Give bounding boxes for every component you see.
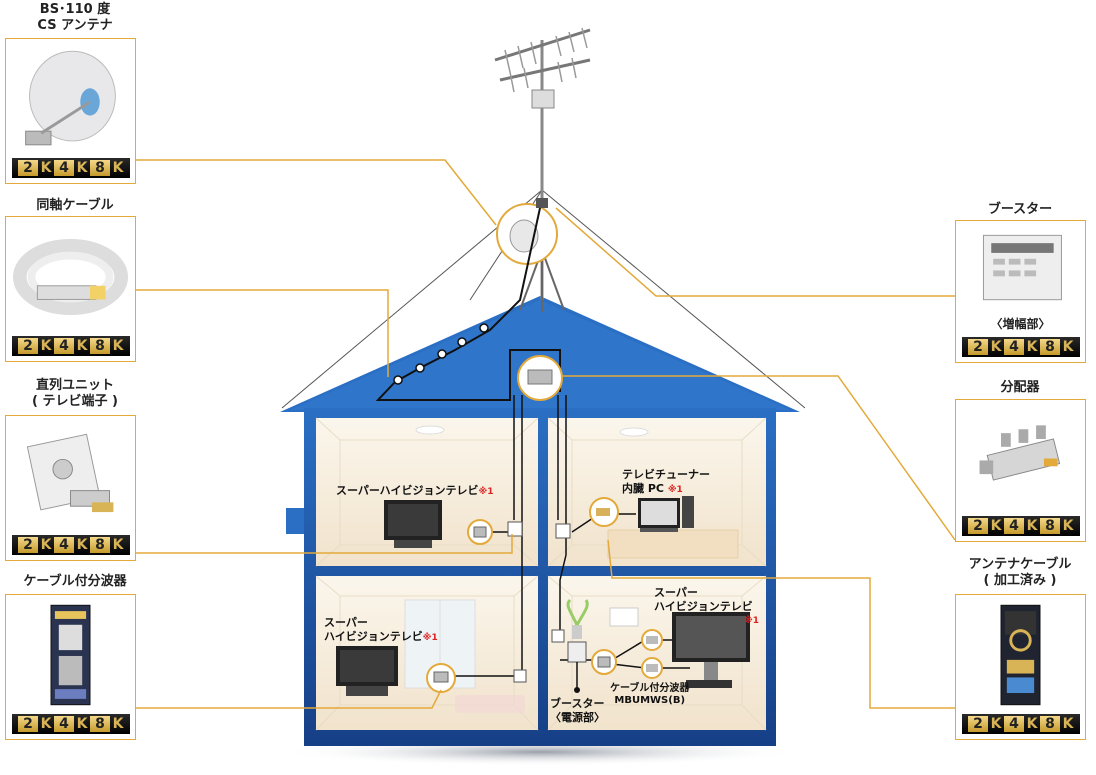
pc	[638, 496, 694, 532]
label-pc: テレビチューナー 内臓 PC ※1	[622, 468, 710, 495]
booster-image	[962, 227, 1079, 310]
tv-downstairs-right	[672, 612, 750, 688]
card-title-splitter: 分配器	[1000, 380, 1040, 395]
label-tv-downstairs-right: スーパー ハイビジョンテレビ	[654, 586, 753, 613]
card-title-booster: ブースター	[987, 202, 1053, 217]
splitter-image	[962, 406, 1079, 511]
roof	[280, 296, 800, 412]
callout-lines	[136, 159, 956, 709]
note-tv-downstairs-right: ※1	[744, 616, 760, 626]
tv-downstairs-left	[336, 646, 398, 696]
booster-caption: 〈増幅部〉	[990, 317, 1051, 331]
card-title-antenna-cable: アンテナケーブル ( 加工済み )	[968, 557, 1072, 588]
label-tv-downstairs-left: スーパー ハイビジョンテレビ※1	[324, 616, 438, 643]
tv-upstairs	[384, 500, 442, 548]
antenna-cable-image	[962, 601, 1079, 709]
coax-cable-image	[12, 223, 129, 331]
wall-outlets	[507, 521, 571, 683]
splitter-bubble	[517, 355, 563, 401]
bs-antenna-image	[12, 45, 129, 153]
cable-clips	[393, 323, 489, 385]
label-cable-splitter-model: ケーブル付分波器 MBUMWS(B)	[610, 683, 690, 706]
label-booster-power: ブースター 〈電源部〉	[550, 697, 605, 724]
room-bubbles	[426, 497, 663, 693]
outlet-unit-image	[12, 422, 129, 530]
card-title-outlet-unit: 直列ユニット ( テレビ端子 )	[32, 378, 118, 409]
label-tv-upstairs: スーパーハイビジョンテレビ※1	[336, 484, 494, 497]
dish-bubble	[496, 198, 558, 265]
booster-power-unit	[567, 641, 587, 663]
antenna-mast	[494, 27, 591, 312]
card-title-cable-splitter: ケーブル付分波器	[23, 574, 127, 589]
cable-splitter-image	[12, 601, 129, 709]
card-title-bs-antenna: BS･110 度 CS アンテナ	[37, 2, 113, 33]
card-title-coax-cable: 同軸ケーブル	[36, 198, 114, 213]
